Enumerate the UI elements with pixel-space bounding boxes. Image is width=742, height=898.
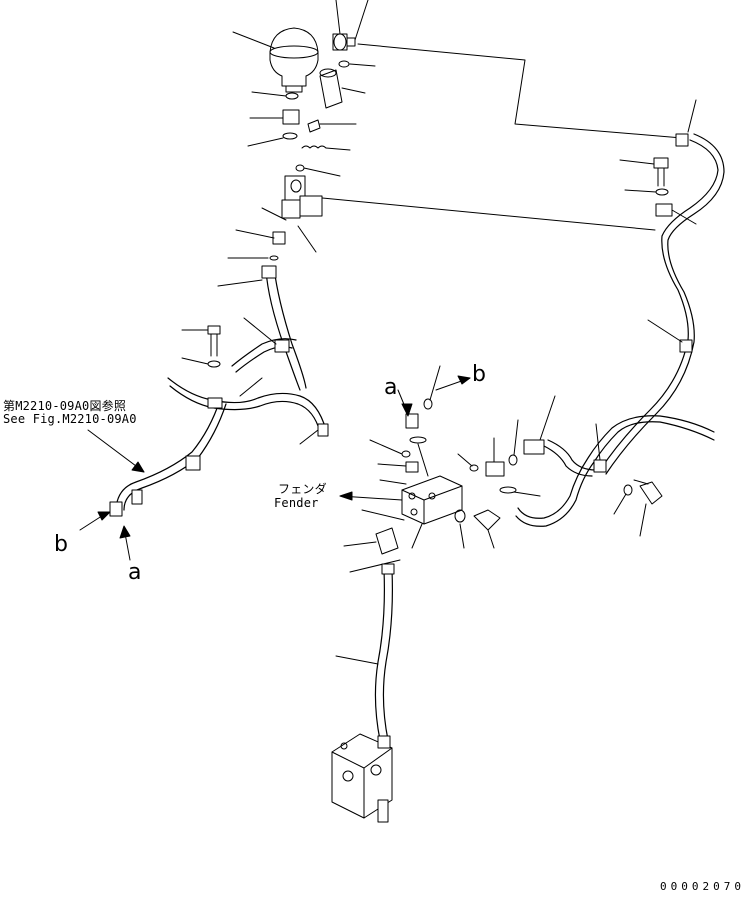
reference-label-jp: 第M2210-09A0図参照 [3, 399, 127, 413]
view-label-b-center: b [472, 362, 486, 387]
check-valve-assembly [281, 175, 323, 219]
elbow-fitting-top [332, 33, 356, 51]
accumulator [269, 27, 319, 93]
view-label-a-center: a [384, 375, 398, 400]
relief-valve-block [401, 475, 463, 525]
hose-to-pump [374, 569, 393, 741]
fender-label-jp: フェンダ [278, 482, 327, 496]
fender-label-en: Fender [274, 496, 319, 510]
pump-valve-body [331, 733, 393, 823]
pipe-segment [319, 68, 343, 109]
routing-lines [311, 43, 683, 231]
hose-left-assembly [115, 267, 327, 511]
bolt-right-top [653, 157, 669, 187]
view-label-a-left: a [128, 560, 142, 585]
drawing-code: 00002070 [660, 880, 742, 893]
bolt-right-bottom [633, 479, 663, 505]
bolt-left [207, 325, 221, 357]
view-label-b-left: b [54, 532, 68, 557]
reference-label-en: See Fig.M2210-09A0 [3, 412, 137, 426]
hose-right-assembly [515, 133, 725, 527]
